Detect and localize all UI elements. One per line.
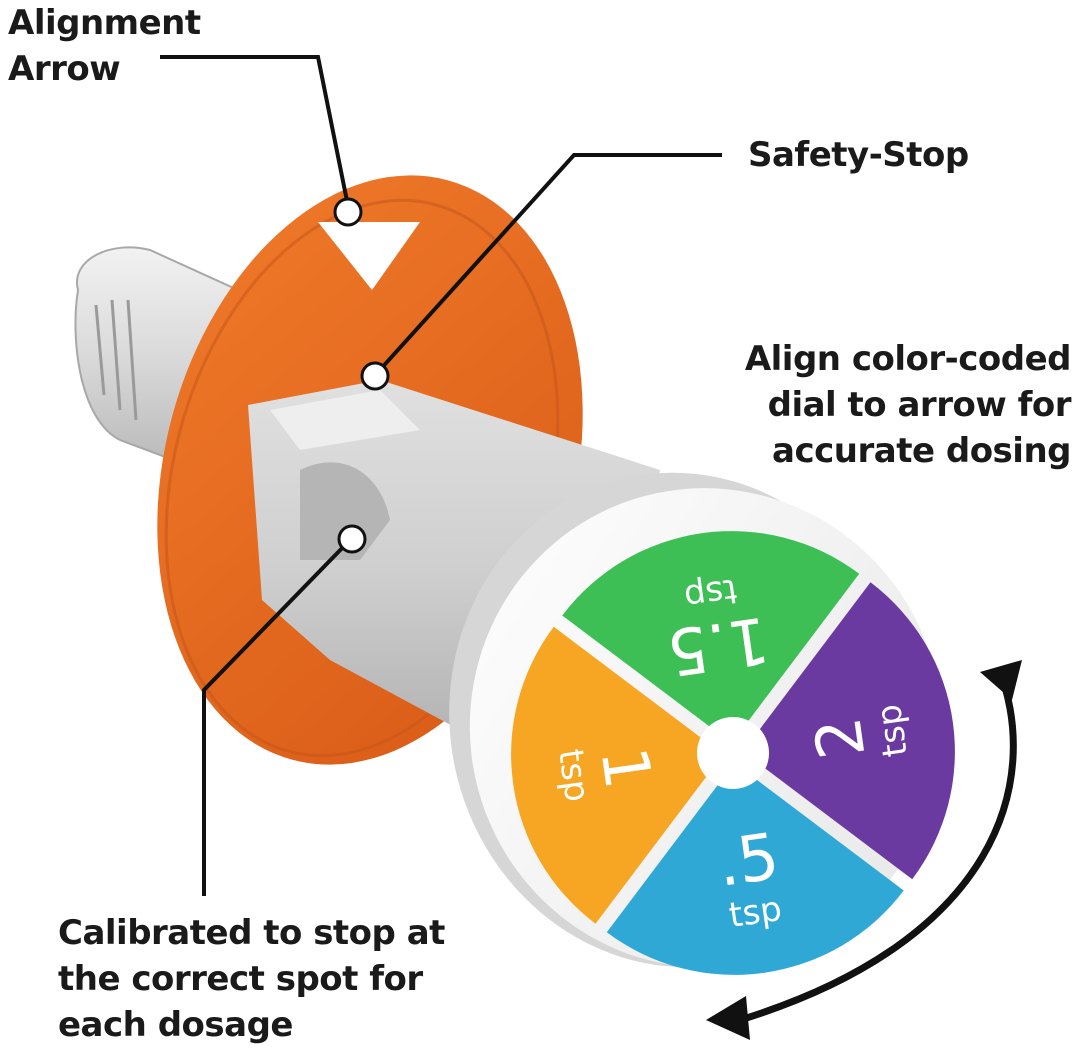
dial-segment-p5: [606, 762, 904, 975]
leader-safety: [376, 153, 722, 374]
label-calibrated-line-2: the correct spot for: [58, 959, 423, 999]
leader-alignment: [160, 55, 350, 207]
dial-value-label: .5: [713, 820, 784, 902]
rotate-arrowhead-top-icon: [980, 660, 1022, 700]
rotate-arrow-icon: [736, 668, 1017, 1024]
label-align-dial-line-3: accurate dosing: [772, 431, 1071, 471]
dot-alignment: [333, 197, 363, 227]
dial-unit-label: tsp: [869, 702, 916, 760]
leader-dots: [333, 197, 390, 554]
label-safety-stop: Safety-Stop: [748, 135, 969, 175]
label-alignment-line-2: Arrow: [8, 49, 121, 89]
label-calibrated-line-1: Calibrated to stop at: [58, 913, 445, 953]
label-align-dial: Align color-coded dial to arrow for accu…: [744, 336, 1072, 474]
leader-lines: [160, 55, 722, 896]
dial-value-label: 1.5: [662, 601, 773, 688]
label-align-dial-line-2: dial to arrow for: [767, 385, 1072, 425]
label-calibrated-line-3: each dosage: [58, 1005, 293, 1045]
dial-unit-label: tsp: [682, 570, 740, 617]
dial-segment-2: [742, 582, 955, 880]
dot-safety: [360, 361, 390, 391]
dot-calibrated: [337, 524, 367, 554]
label-alignment-arrow: Alignment Arrow: [8, 0, 201, 92]
leader-calibrated: [202, 538, 352, 896]
label-alignment-line-1: Alignment: [8, 3, 201, 43]
label-align-dial-line-1: Align color-coded: [744, 339, 1072, 379]
dial-unit-label: tsp: [727, 889, 785, 936]
dial-segment-1: [511, 626, 724, 924]
dial-unit-label: tsp: [550, 747, 597, 805]
alignment-arrow-icon: [318, 222, 420, 290]
dial-hub: [697, 717, 769, 789]
dial-segment-1p5: [562, 531, 860, 744]
rotate-arrowhead-bottom-icon: [706, 996, 750, 1040]
label-calibrated: Calibrated to stop at the correct spot f…: [58, 910, 445, 1048]
